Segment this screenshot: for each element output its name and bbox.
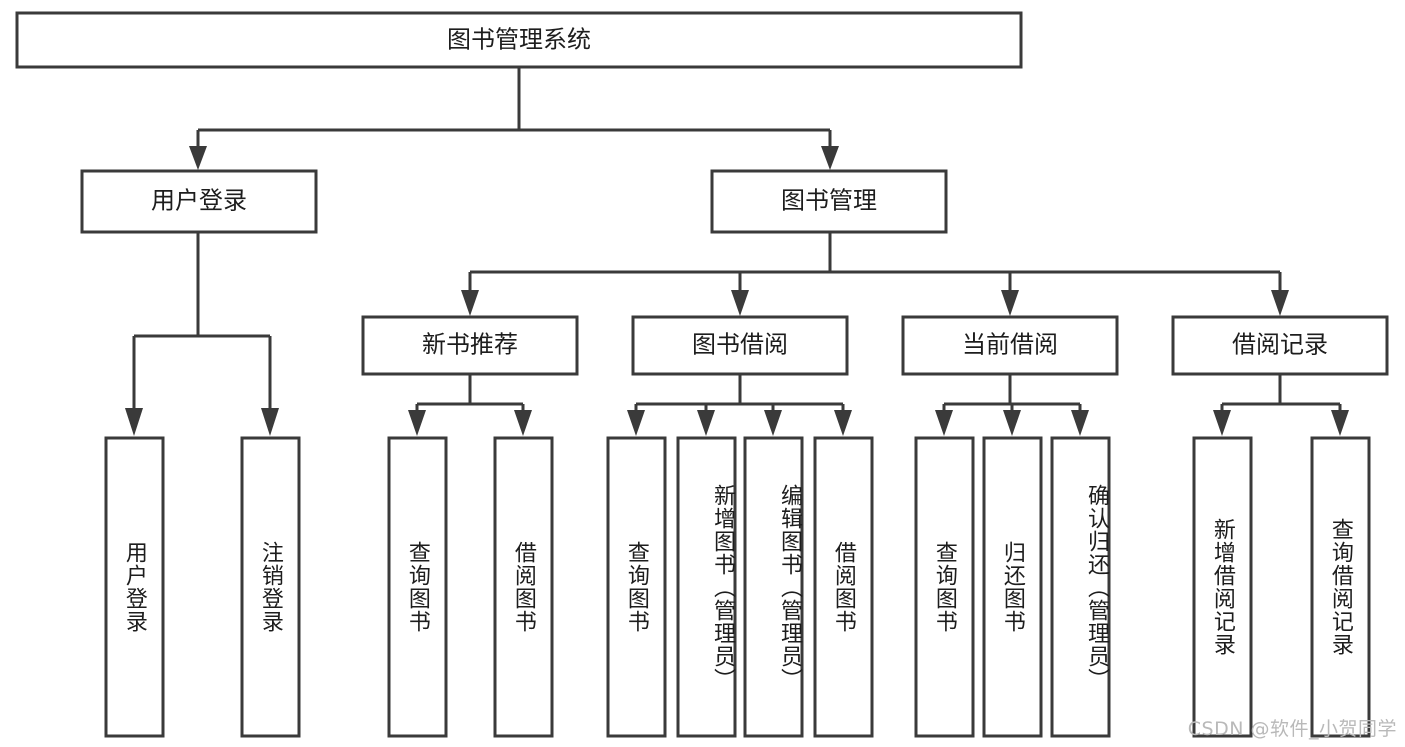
- leaf-box-query-book-1[interactable]: [387, 436, 448, 738]
- arrow-icon-leaf-add-book: [697, 410, 715, 436]
- node-user-login[interactable]: 用户登录: [80, 169, 318, 234]
- leaf-box-query-book-3[interactable]: [914, 436, 975, 738]
- node-book-borrow[interactable]: 图书借阅: [631, 315, 849, 376]
- node-root[interactable]: 图书管理系统: [15, 11, 1023, 69]
- node-borrow-record-box[interactable]: [1171, 315, 1389, 376]
- node-new-book-recommend[interactable]: 新书推荐: [361, 315, 579, 376]
- node-current-borrow-label: 当前借阅: [962, 331, 1058, 358]
- node-book-borrow-box[interactable]: [631, 315, 849, 376]
- node-root-box[interactable]: [15, 11, 1023, 69]
- leaf-box-query-book-2[interactable]: [606, 436, 667, 738]
- node-book-manage-label: 图书管理: [781, 187, 877, 214]
- leaf-box-borrow-book-2[interactable]: [813, 436, 874, 738]
- arrow-icon-leaf-query-book-3: [935, 410, 953, 436]
- arrow-icon-leaf-borrow-book-2: [834, 410, 852, 436]
- node-book-borrow-label: 图书借阅: [692, 331, 788, 358]
- connector-newbook-to-leaves: [408, 375, 532, 436]
- node-book-manage[interactable]: 图书管理: [710, 169, 948, 234]
- arrow-icon-current-borrow: [1001, 290, 1019, 316]
- arrow-icon-leaf-borrow-book-1: [514, 410, 532, 436]
- leaf-box-logout[interactable]: [240, 436, 301, 738]
- node-new-book-recommend-label: 新书推荐: [422, 331, 518, 358]
- connector-bookmanage-to-level3: [461, 233, 1289, 316]
- leaf-box-add-book[interactable]: [676, 436, 737, 738]
- leaf-box-query-record[interactable]: [1310, 436, 1371, 738]
- leaf-box-user-login[interactable]: [104, 436, 165, 738]
- arrow-icon-user-login: [189, 146, 207, 170]
- arrow-icon-borrow-record: [1271, 290, 1289, 316]
- arrow-icon-leaf-query-book-2: [627, 410, 645, 436]
- arrow-icon-leaf-query-record: [1331, 410, 1349, 436]
- arrow-icon-book-manage: [821, 146, 839, 170]
- node-user-login-box[interactable]: [80, 169, 318, 234]
- arrow-icon-new-book: [461, 290, 479, 316]
- node-root-label: 图书管理系统: [447, 26, 591, 53]
- node-book-manage-box[interactable]: [710, 169, 948, 234]
- arrow-icon-leaf-logout: [261, 408, 279, 436]
- node-user-login-label: 用户登录: [151, 187, 247, 214]
- arrow-icon-leaf-edit-book: [764, 410, 782, 436]
- leaf-box-borrow-book-1[interactable]: [493, 436, 554, 738]
- arrow-icon-leaf-query-book-1: [408, 410, 426, 436]
- arrow-icon-leaf-return-book: [1003, 410, 1021, 436]
- leaf-box-edit-book[interactable]: [743, 436, 804, 738]
- node-new-book-recommend-box[interactable]: [361, 315, 579, 376]
- connector-userlogin-to-leaves: [125, 233, 279, 436]
- arrow-icon-book-borrow: [731, 290, 749, 316]
- csdn-watermark: CSDN @软件_小贺同学: [1187, 718, 1397, 740]
- arrow-icon-leaf-user-login: [125, 408, 143, 436]
- connector-root-to-level2: [189, 68, 839, 170]
- node-borrow-record-label: 借阅记录: [1232, 331, 1328, 358]
- node-current-borrow-box[interactable]: [901, 315, 1119, 376]
- leaf-box-confirm-return[interactable]: [1050, 436, 1111, 738]
- leaf-box-add-record[interactable]: [1192, 436, 1253, 738]
- node-current-borrow[interactable]: 当前借阅: [901, 315, 1119, 376]
- arrow-icon-leaf-add-record: [1213, 410, 1231, 436]
- leaf-boxes: [104, 436, 1371, 738]
- connector-currentborrow-to-leaves: [935, 375, 1089, 436]
- connector-borrowrecord-to-leaves: [1213, 375, 1349, 436]
- leaf-box-return-book[interactable]: [982, 436, 1043, 738]
- connector-bookborrow-to-leaves: [627, 375, 852, 436]
- arrow-icon-leaf-confirm-return: [1071, 410, 1089, 436]
- node-borrow-record[interactable]: 借阅记录: [1171, 315, 1389, 376]
